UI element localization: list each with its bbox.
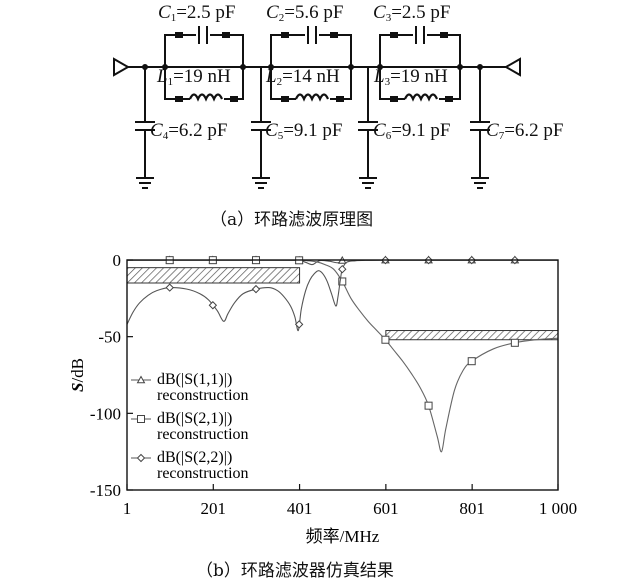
series-3-marker	[165, 283, 174, 292]
y-tick-label: -100	[90, 404, 121, 423]
input-port-icon	[113, 57, 131, 77]
y-axis-label: S/dB	[68, 358, 87, 392]
x-tick-label: 801	[459, 499, 485, 518]
y-tick-label: -150	[90, 481, 121, 500]
series-2-marker	[381, 335, 390, 344]
legend-marker	[136, 453, 146, 463]
x-tick-label: 401	[287, 499, 313, 518]
x-axis-label: 频率/MHz	[306, 527, 380, 546]
legend-series-note: reconstruction	[157, 426, 249, 443]
label-l3: L3=19 nH	[374, 66, 448, 89]
label-c4: C4=6.2 pF	[150, 120, 228, 143]
series-2-marker	[338, 277, 347, 286]
x-tick-label: 601	[373, 499, 399, 518]
legend-series-name: dB(|S(1,1)|)	[157, 371, 232, 388]
label-c3: C3=2.5 pF	[373, 2, 451, 25]
series-line-2	[127, 259, 559, 453]
series-line-3	[126, 259, 558, 332]
series-2-marker	[510, 338, 519, 347]
series-3-marker	[251, 284, 261, 294]
label-c7: C7=6.2 pF	[486, 120, 564, 143]
label-c2: C2=5.6 pF	[266, 2, 344, 25]
legend-series-name: dB(|S(2,1)|)	[157, 410, 232, 427]
inductor-l3-icon	[403, 93, 439, 102]
caption-b: （b）环路滤波器仿真结果	[196, 561, 394, 581]
x-tick-label: 201	[201, 499, 227, 518]
series-2-marker	[424, 401, 433, 410]
circuit-schematic	[113, 26, 521, 189]
legend-marker	[137, 415, 145, 423]
y-tick-label: 0	[113, 251, 122, 270]
s-parameter-chart: 1 201 401 601 801 1 000 0 -50 -100 -150 频率/MHz S/dB…	[68, 251, 577, 546]
x-tick-label: 1 000	[539, 499, 577, 518]
label-c6: C6=9.1 pF	[373, 120, 451, 143]
legend-series-name: dB(|S(2,2)|)	[157, 449, 232, 466]
legend-series-note: reconstruction	[157, 465, 249, 482]
inductor-l2-icon	[294, 93, 330, 102]
plot-frame	[126, 259, 559, 491]
series-3-marker	[294, 320, 304, 329]
caption-a: （a）环路滤波原理图	[210, 210, 374, 230]
legend-series-note: reconstruction	[157, 387, 249, 404]
inductor-l1-icon	[188, 93, 224, 102]
output-port-icon	[503, 57, 521, 77]
x-tick-label: 1	[123, 499, 132, 518]
spec-region-2	[385, 330, 559, 341]
series-3-marker	[338, 264, 347, 274]
label-l1: L1=19 nH	[157, 66, 231, 89]
series-2-marker	[467, 357, 476, 366]
label-c1: C1=2.5 pF	[158, 2, 236, 25]
spec-region-1	[126, 267, 301, 284]
label-l2: L2=14 nH	[266, 66, 340, 89]
legend-marker	[136, 375, 146, 384]
series-3-marker	[208, 301, 218, 310]
label-c5: C5=9.1 pF	[265, 120, 343, 143]
y-tick-label: -50	[98, 328, 121, 347]
